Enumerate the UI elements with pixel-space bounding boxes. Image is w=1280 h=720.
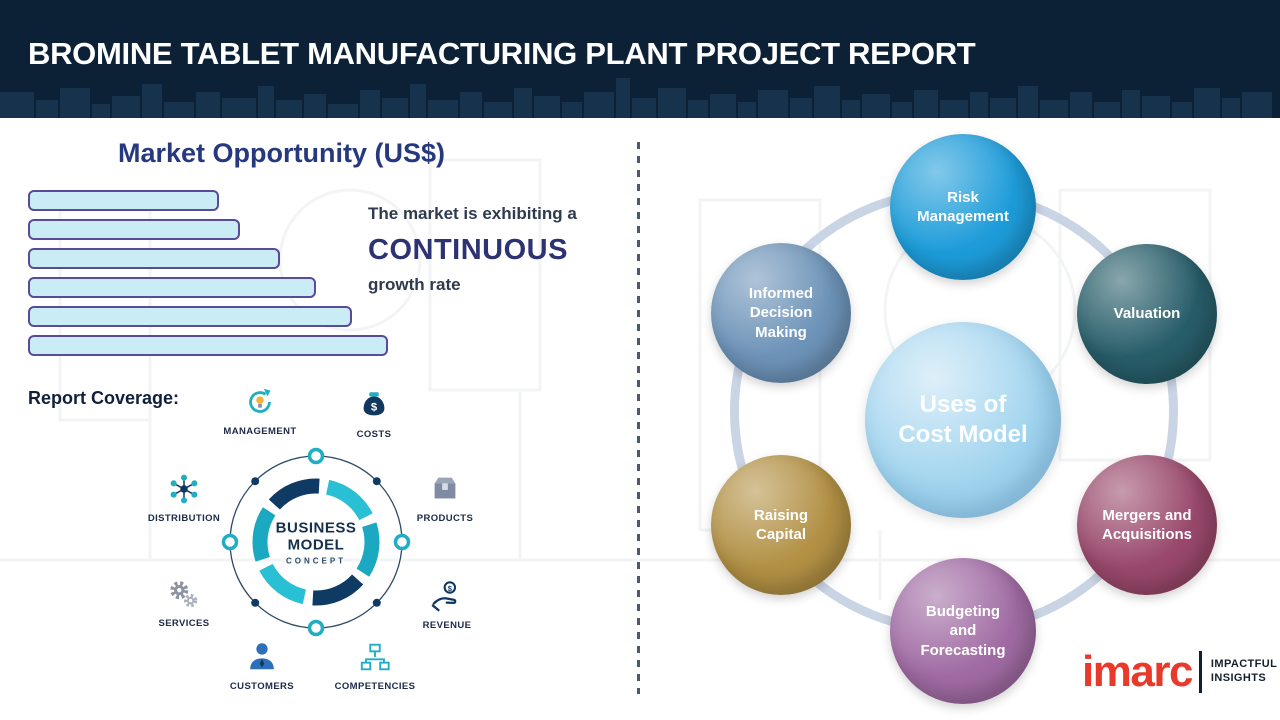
node-label: Mergers and Acquisitions — [1101, 506, 1192, 544]
node-label: Risk Management — [917, 188, 1009, 226]
bm-item-label: COMPETENCIES — [334, 681, 416, 692]
bm-item-label: DISTRIBUTION — [147, 513, 221, 524]
bm-item-revenue: $ REVENUE — [399, 579, 495, 631]
cost-model-center: Uses of Cost Model — [865, 322, 1061, 518]
node-risk-management: Risk Management — [890, 134, 1036, 280]
management-cycle-icon — [243, 385, 277, 419]
page-title: BROMINE TABLET MANUFACTURING PLANT PROJE… — [28, 36, 976, 71]
concept-word: CONCEPT — [285, 555, 347, 565]
node-label: Informed Decision Making — [748, 284, 814, 341]
bm-item-services: SERVICES — [136, 577, 232, 629]
business-word: BUSINESS — [275, 519, 357, 537]
bm-item-products: PRODUCTS — [397, 472, 493, 524]
report-coverage-label: Report Coverage: — [28, 388, 180, 408]
bm-item-distribution: DISTRIBUTION — [136, 472, 232, 524]
money-bag-icon: $ — [357, 388, 391, 422]
growth-suffix: growth rate — [368, 275, 461, 294]
bm-item-management: MANAGEMENT — [212, 385, 308, 437]
bar — [28, 277, 316, 298]
business-model-ring — [221, 447, 411, 637]
bm-item-label: CUSTOMERS — [229, 681, 295, 692]
bar — [28, 190, 219, 211]
bm-item-label: SERVICES — [158, 618, 210, 629]
bm-item-label: REVENUE — [422, 620, 472, 631]
gears-icon — [167, 577, 201, 611]
bar — [28, 248, 280, 269]
market-opportunity-title: Market Opportunity (US$) — [118, 138, 446, 168]
network-icon — [167, 472, 201, 506]
box-icon — [428, 472, 462, 506]
logo-divider-bar — [1198, 651, 1202, 693]
bm-item-label: MANAGEMENT — [223, 426, 297, 437]
logo-tagline: IMPACTFUL INSIGHTS — [1211, 658, 1277, 686]
bar — [28, 335, 388, 356]
business-model-diagram: BUSINESS MODEL CONCEPT MANAGEMENT $ COST… — [140, 382, 500, 712]
node-informed-decision-making: Informed Decision Making — [711, 243, 851, 383]
bm-item-label: PRODUCTS — [416, 513, 474, 524]
svg-text:$: $ — [371, 402, 378, 414]
tagline-line1: IMPACTFUL — [1210, 658, 1278, 671]
cost-model-center-line2: Cost Model — [898, 421, 1028, 448]
imarc-logo: imarc IMPACTFUL INSIGHTS — [1082, 650, 1277, 694]
imarc-wordmark: imarc — [1082, 647, 1193, 696]
node-valuation: Valuation — [1077, 244, 1217, 384]
hand-coin-icon: $ — [430, 579, 464, 613]
person-icon — [245, 640, 279, 674]
node-mergers-acquisitions: Mergers and Acquisitions — [1077, 455, 1217, 595]
bm-item-label: COSTS — [356, 429, 392, 440]
growth-highlight: CONTINUOUS — [368, 234, 568, 266]
model-word: MODEL — [287, 536, 345, 554]
header-band: BROMINE TABLET MANUFACTURING PLANT PROJE… — [0, 0, 1280, 118]
bar — [28, 306, 352, 327]
tagline-line2: INSIGHTS — [1210, 672, 1267, 684]
cost-model-center-line1: Uses of — [919, 391, 1007, 418]
node-label: Raising Capital — [753, 506, 809, 544]
node-label: Budgeting and Forecasting — [920, 602, 1006, 659]
city-skyline — [0, 78, 1272, 118]
bar — [28, 219, 241, 240]
bm-item-competencies: COMPETENCIES — [327, 640, 423, 692]
bm-item-customers: CUSTOMERS — [214, 640, 310, 692]
org-chart-icon — [358, 640, 392, 674]
bm-item-costs: $ COSTS — [326, 388, 422, 440]
market-bar-chart — [28, 190, 388, 364]
node-budgeting-forecasting: Budgeting and Forecasting — [890, 558, 1036, 704]
growth-prefix: The market is exhibiting a — [368, 204, 577, 223]
business-model-center-label: BUSINESS MODEL CONCEPT — [266, 519, 366, 565]
node-raising-capital: Raising Capital — [711, 455, 851, 595]
node-label: Valuation — [1113, 305, 1181, 323]
growth-statement: The market is exhibiting a CONTINUOUS gr… — [368, 204, 633, 295]
dashed-divider — [637, 142, 640, 694]
svg-text:$: $ — [448, 584, 453, 593]
